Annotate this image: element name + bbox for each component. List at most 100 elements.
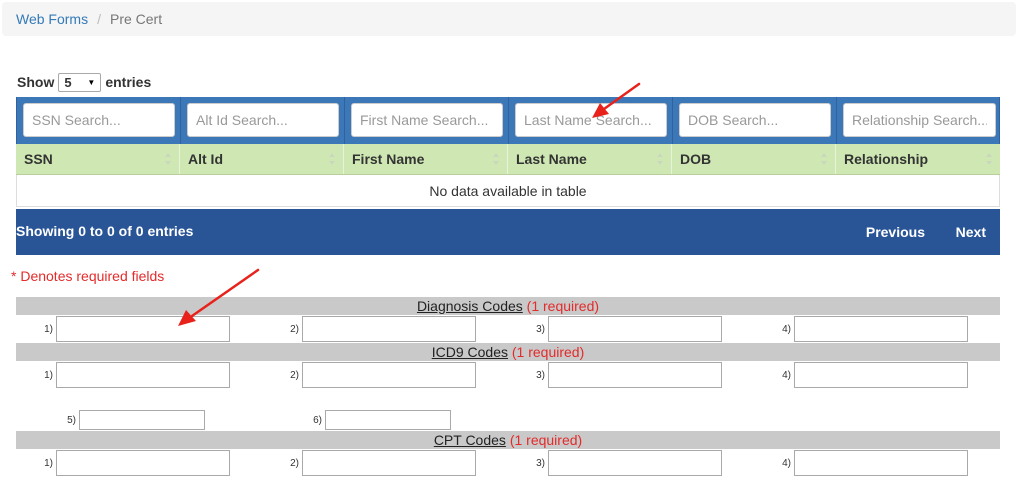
cpt-codes-required: (1 required): [509, 432, 583, 448]
column-header-first-name[interactable]: First Name: [344, 144, 508, 174]
cpt-code-3-input[interactable]: [548, 450, 722, 476]
field-number: 4): [782, 323, 791, 335]
field-number: 4): [782, 369, 791, 381]
cpt-code-1-input[interactable]: [56, 450, 230, 476]
breadcrumb: Web Forms / Pre Cert: [2, 2, 1016, 36]
breadcrumb-current: Pre Cert: [109, 11, 163, 27]
column-header-label: DOB: [680, 151, 712, 167]
icd9-code-5-input[interactable]: [79, 410, 205, 430]
diagnosis-code-field-2: 2): [262, 316, 476, 342]
diagnosis-code-field-4: 4): [754, 316, 968, 342]
cpt-codes-title: CPT Codes: [433, 432, 506, 448]
field-number: 3): [536, 369, 545, 381]
cpt-code-2-input[interactable]: [302, 450, 476, 476]
table-footer: Showing 0 to 0 of 0 entries Previous Nex…: [16, 209, 1000, 255]
search-cell-first-name: [345, 97, 509, 144]
breadcrumb-web-forms-link[interactable]: Web Forms: [16, 11, 89, 27]
field-number: 4): [782, 457, 791, 469]
icd9-code-field-5: 5): [16, 410, 205, 430]
cpt-code-field-4: 4): [754, 450, 968, 476]
sort-icon: [657, 153, 663, 165]
entries-label: entries: [105, 74, 152, 90]
last-name-search-input[interactable]: [515, 103, 667, 137]
diagnosis-code-2-input[interactable]: [302, 316, 476, 342]
field-number: 1): [44, 369, 53, 381]
icd9-codes-title: ICD9 Codes: [431, 344, 508, 360]
column-header-ssn[interactable]: SSN: [16, 144, 180, 174]
diagnosis-codes-required: (1 required): [526, 298, 600, 314]
relationship-search-input[interactable]: [843, 103, 996, 137]
icd9-code-6-input[interactable]: [325, 410, 451, 430]
field-number: 3): [536, 323, 545, 335]
icd9-code-1-input[interactable]: [56, 362, 230, 388]
search-cell-ssn: [17, 97, 181, 144]
field-number: 3): [536, 457, 545, 469]
icd9-code-2-input[interactable]: [302, 362, 476, 388]
field-number: 5): [67, 414, 76, 426]
chevron-down-icon: ▼: [87, 77, 96, 87]
column-header-label: Last Name: [516, 151, 587, 167]
empty-table-message: No data available in table: [16, 175, 1000, 207]
search-cell-alt-id: [181, 97, 345, 144]
field-number: 2): [290, 457, 299, 469]
diagnosis-codes-title: Diagnosis Codes: [416, 298, 523, 314]
cpt-code-field-3: 3): [508, 450, 722, 476]
sort-icon: [329, 153, 335, 165]
column-header-last-name[interactable]: Last Name: [508, 144, 672, 174]
first-name-search-input[interactable]: [351, 103, 503, 137]
diagnosis-code-1-input[interactable]: [56, 316, 230, 342]
icd9-code-field-4: 4): [754, 362, 968, 388]
required-fields-note: * Denotes required fields: [11, 268, 165, 284]
next-page-button[interactable]: Next: [955, 224, 986, 240]
sort-icon: [821, 153, 827, 165]
table-info: Showing 0 to 0 of 0 entries: [16, 223, 194, 239]
search-cell-dob: [673, 97, 837, 144]
column-header-label: SSN: [24, 151, 53, 167]
members-table: SSN Alt Id First Name Last Name DOB Rela…: [16, 97, 1000, 207]
sort-icon: [493, 153, 499, 165]
cpt-code-field-2: 2): [262, 450, 476, 476]
ssn-search-input[interactable]: [23, 103, 175, 137]
icd9-code-field-6: 6): [262, 410, 451, 430]
dob-search-input[interactable]: [679, 103, 831, 137]
field-number: 6): [313, 414, 322, 426]
field-number: 2): [290, 369, 299, 381]
show-label: Show: [17, 74, 55, 90]
breadcrumb-separator: /: [97, 11, 101, 27]
field-number: 1): [44, 457, 53, 469]
diagnosis-code-3-input[interactable]: [548, 316, 722, 342]
icd9-code-field-1: 1): [16, 362, 230, 388]
entries-per-page-value: 5: [64, 74, 72, 90]
diagnosis-code-field-3: 3): [508, 316, 722, 342]
column-header-label: First Name: [352, 151, 425, 167]
icd9-code-field-2: 2): [262, 362, 476, 388]
sort-icon: [165, 153, 171, 165]
icd9-code-4-input[interactable]: [794, 362, 968, 388]
entries-per-page-select[interactable]: 5 ▼: [58, 72, 102, 92]
column-header-alt-id[interactable]: Alt Id: [180, 144, 344, 174]
cpt-code-field-1: 1): [16, 450, 230, 476]
column-header-relationship[interactable]: Relationship: [836, 144, 1000, 174]
previous-page-button[interactable]: Previous: [865, 224, 925, 240]
search-cell-last-name: [509, 97, 673, 144]
diagnosis-code-field-1: 1): [16, 316, 230, 342]
icd9-codes-required: (1 required): [511, 344, 585, 360]
length-control: Show 5 ▼ entries: [17, 72, 151, 92]
diagnosis-code-4-input[interactable]: [794, 316, 968, 342]
diagnosis-codes-header: Diagnosis Codes (1 required): [16, 297, 1000, 315]
alt-id-search-input[interactable]: [187, 103, 339, 137]
table-header-row: SSN Alt Id First Name Last Name DOB Rela…: [16, 144, 1000, 175]
cpt-code-4-input[interactable]: [794, 450, 968, 476]
icd9-codes-header: ICD9 Codes (1 required): [16, 343, 1000, 361]
sort-icon: [986, 153, 992, 165]
column-search-row: [16, 97, 1000, 144]
field-number: 1): [44, 323, 53, 335]
field-number: 2): [290, 323, 299, 335]
column-header-dob[interactable]: DOB: [672, 144, 836, 174]
column-header-label: Relationship: [844, 151, 929, 167]
icd9-code-field-3: 3): [508, 362, 722, 388]
icd9-code-3-input[interactable]: [548, 362, 722, 388]
search-cell-relationship: [837, 97, 1001, 144]
column-header-label: Alt Id: [188, 151, 223, 167]
cpt-codes-header: CPT Codes (1 required): [16, 431, 1000, 449]
